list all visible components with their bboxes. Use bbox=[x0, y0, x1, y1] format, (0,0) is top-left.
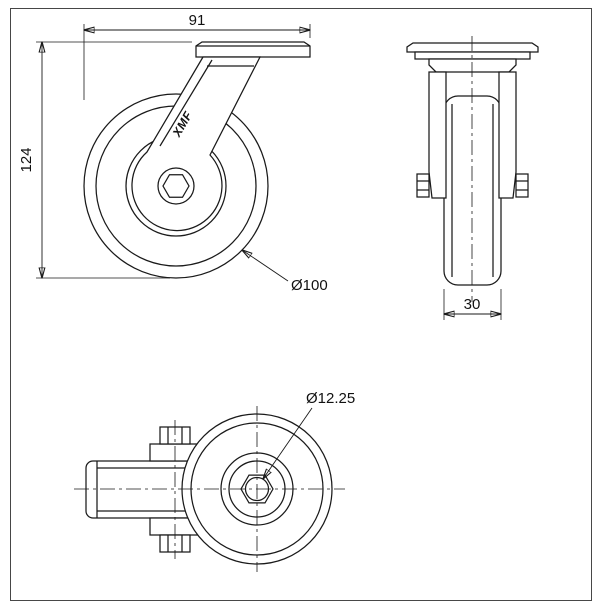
leader-line bbox=[242, 250, 289, 282]
axle-boss-circle bbox=[157, 167, 195, 205]
swivel-fork bbox=[131, 56, 262, 232]
side-view: XMF 91 124 Ø100 bbox=[18, 12, 328, 294]
dim-wheel-diameter: Ø100 bbox=[242, 250, 328, 294]
fork-leg-left bbox=[428, 71, 447, 199]
dim-overall-height: 124 bbox=[18, 42, 192, 278]
top-plate-front bbox=[406, 42, 539, 53]
dim-label-wheel-width: 30 bbox=[464, 296, 481, 313]
dim-bolt-hole: Ø12.25 bbox=[263, 390, 355, 479]
plate-lower-step bbox=[414, 51, 531, 60]
axle-hex-nut bbox=[162, 174, 190, 198]
front-view: 30 bbox=[406, 36, 539, 320]
dim-label-overall-height: 124 bbox=[18, 147, 35, 172]
leader-line bbox=[263, 407, 313, 479]
drawing-frame bbox=[10, 8, 592, 601]
fork-inner-edge bbox=[159, 59, 213, 147]
swivel-raceway bbox=[428, 58, 517, 73]
top-plate bbox=[195, 41, 311, 58]
axle-nut-left bbox=[416, 173, 430, 198]
dim-wheel-width: 30 bbox=[444, 289, 501, 320]
wheel-outer-circle bbox=[83, 93, 269, 279]
dim-label-wheel-diameter: Ø100 bbox=[291, 277, 328, 294]
fork-leg-right bbox=[498, 71, 517, 199]
dim-label-bolt-hole: Ø12.25 bbox=[306, 390, 355, 407]
axle-nut-right bbox=[515, 173, 529, 198]
top-view: Ø12.25 bbox=[74, 390, 355, 572]
dim-label-overall-width: 91 bbox=[189, 12, 206, 29]
dim-overall-width: 91 bbox=[84, 12, 310, 100]
